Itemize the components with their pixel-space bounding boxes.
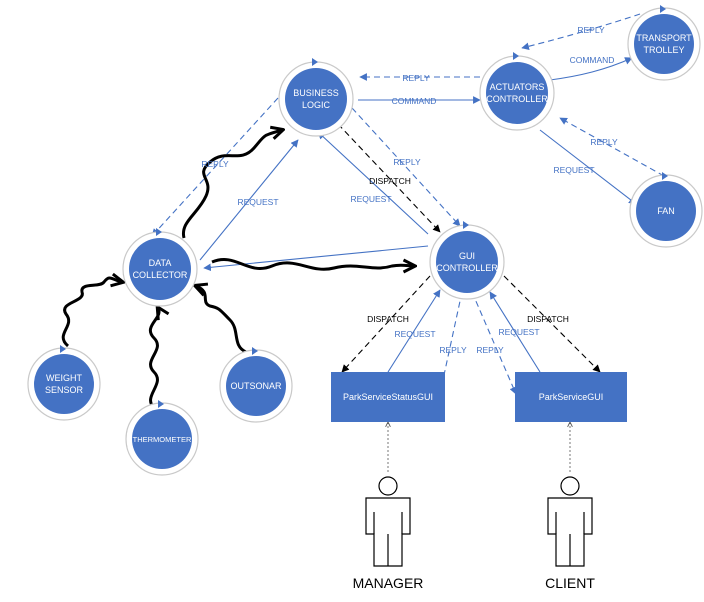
client-label: CLIENT	[545, 575, 595, 591]
label-request-gui-logic: REQUEST	[350, 194, 391, 204]
weight-label-line1: WEIGHT	[46, 373, 82, 383]
edge-request-servicegui-to-gui	[489, 291, 541, 373]
node-transport-trolley[interactable]: TRANSPORT TROLLEY	[627, 5, 701, 81]
business-logic-label-line1: BUSINESS	[293, 88, 339, 98]
actors-layer: MANAGER CLIENT	[353, 476, 595, 591]
gui-controller-label-line1: GUI	[459, 251, 475, 261]
node-thermometer[interactable]: THERMOMETER	[125, 400, 199, 476]
label-reply-statusgui: REPLY	[439, 345, 467, 355]
actor-client: CLIENT	[545, 476, 595, 591]
node-weight-sensor[interactable]: WEIGHT SENSOR	[27, 345, 101, 421]
edge-request-actuators-to-fan	[539, 129, 637, 205]
nodes-layer: BUSINESS LOGIC ACTUATORS CONTROLLER TRAN…	[27, 5, 703, 476]
actuators-label-line1: ACTUATORS	[490, 82, 545, 92]
weight-label-line2: SENSOR	[45, 385, 84, 395]
edge-dispatch-logic-to-gui	[337, 123, 441, 233]
edge-dispatch-gui-to-servicegui	[503, 275, 601, 373]
edge-command-actuators-to-trolley	[549, 57, 633, 81]
actor-manager: MANAGER	[353, 476, 424, 591]
edge-labels-layer: REPLY COMMAND REPLY COMMAND REPLY REQUES…	[201, 25, 618, 355]
actuators-label-line2: CONTROLLER	[486, 94, 548, 104]
label-dispatch-statusgui: DISPATCH	[367, 314, 409, 324]
label-reply-servicegui: REPLY	[476, 345, 504, 355]
squiggle-sonar-to-collector	[196, 286, 247, 354]
outsonar-label: OUTSONAR	[230, 381, 282, 391]
label-reply-actuators: REPLY	[402, 73, 430, 83]
label-reply-logic-gui: REPLY	[393, 157, 421, 167]
edge-request-collector-to-logic	[199, 139, 299, 261]
collector-label-line2: COLLECTOR	[133, 270, 188, 280]
edge-dispatch-gui-to-statusgui	[341, 275, 431, 373]
node-fan[interactable]: FAN	[629, 172, 703, 248]
gui-boxes-layer: ParkServiceStatusGUI ParkServiceGUI	[331, 372, 627, 422]
edge-reply-logic-to-gui	[351, 107, 461, 227]
label-reply-fan: REPLY	[590, 137, 618, 147]
node-gui-controller[interactable]: GUI CONTROLLER	[429, 221, 505, 300]
trolley-label-line1: TRANSPORT	[636, 33, 692, 43]
edge-request-gui-to-logic	[317, 131, 429, 235]
status-gui-label: ParkServiceStatusGUI	[343, 392, 433, 402]
gui-controller-label-line2: CONTROLLER	[436, 263, 498, 273]
box-park-service-gui[interactable]: ParkServiceGUI	[515, 372, 627, 422]
service-gui-label: ParkServiceGUI	[539, 392, 604, 402]
node-actuators-controller[interactable]: ACTUATORS CONTROLLER	[479, 52, 555, 131]
label-request-statusgui: REQUEST	[394, 329, 435, 339]
node-outsonar[interactable]: OUTSONAR	[219, 347, 293, 423]
squiggle-collector-to-logic	[181, 130, 282, 239]
label-command-actuators: COMMAND	[392, 96, 437, 106]
edge-reply-logic-to-collector	[151, 97, 279, 237]
box-park-service-status-gui[interactable]: ParkServiceStatusGUI	[331, 372, 445, 422]
trolley-label-line2: TROLLEY	[643, 45, 684, 55]
collector-label-line1: DATA	[149, 258, 172, 268]
squiggle-thermo-to-collector	[148, 308, 159, 410]
fan-label: FAN	[657, 206, 675, 216]
label-request-servicegui: REQUEST	[498, 327, 539, 337]
node-business-logic[interactable]: BUSINESS LOGIC	[278, 58, 354, 137]
business-logic-label-line2: LOGIC	[302, 100, 331, 110]
label-request-fan: REQUEST	[553, 165, 594, 175]
label-dispatch-servicegui: DISPATCH	[527, 314, 569, 324]
edge-reply-trolley-to-actuators	[521, 13, 641, 51]
person-icon	[365, 476, 411, 567]
person-icon	[547, 476, 593, 567]
squiggle-weight-to-collector	[61, 278, 122, 348]
label-command-trolley: COMMAND	[570, 55, 615, 65]
manager-label: MANAGER	[353, 575, 424, 591]
label-request-collector: REQUEST	[237, 197, 278, 207]
thermometer-label: THERMOMETER	[133, 435, 192, 444]
edge-reply-gui-to-servicegui	[471, 291, 517, 395]
label-reply-collector: REPLY	[201, 159, 229, 169]
squiggle-collector-to-gui	[211, 258, 414, 270]
edge-request-statusgui-to-gui	[387, 289, 441, 373]
node-data-collector[interactable]: DATA COLLECTOR	[122, 228, 198, 307]
label-dispatch-logic-gui: DISPATCH	[369, 176, 411, 186]
label-reply-trolley: REPLY	[577, 25, 605, 35]
